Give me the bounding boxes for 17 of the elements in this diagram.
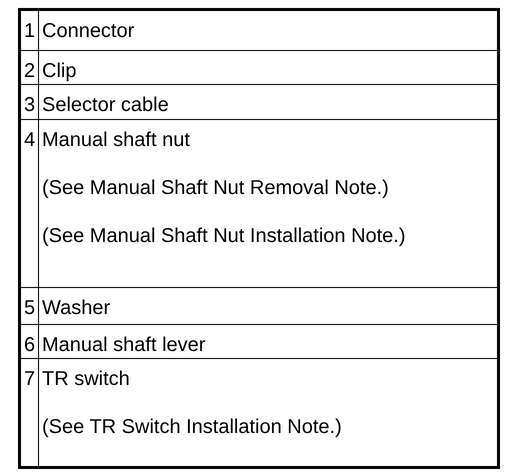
- part-name: Manual shaft nut: [42, 129, 191, 151]
- part-name: Selector cable: [42, 94, 170, 116]
- note-text: (See Manual Shaft Nut Installation Note.): [42, 225, 407, 247]
- item-number: 6: [22, 334, 36, 356]
- item-number: 3: [22, 94, 36, 116]
- part-name: Clip: [42, 60, 78, 82]
- note-text: (See TR Switch Installation Note.): [42, 416, 343, 438]
- item-number: 7: [22, 368, 36, 390]
- item-number: 4: [22, 129, 36, 151]
- part-name: Washer: [42, 297, 112, 319]
- item-number: 2: [22, 60, 36, 82]
- part-name: Manual shaft lever: [42, 334, 206, 356]
- note-text: (See Manual Shaft Nut Removal Note.): [42, 177, 390, 199]
- part-name: Connector: [42, 20, 136, 42]
- item-number: 5: [22, 297, 36, 319]
- part-name: TR switch: [42, 368, 131, 390]
- item-number: 1: [22, 20, 36, 42]
